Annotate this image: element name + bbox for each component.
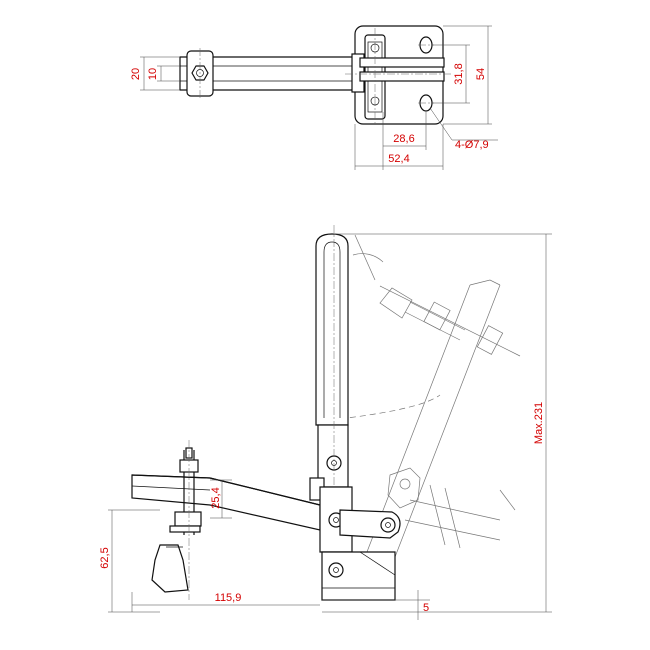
ghost-pivot-icon <box>399 478 411 490</box>
washer-icon <box>169 525 201 533</box>
ghost-arm <box>379 285 521 357</box>
ghost-arc <box>352 253 384 263</box>
dim-arm-width: 20 <box>130 68 142 80</box>
ghost-handle-path <box>329 394 441 421</box>
ghost-base-line <box>409 499 501 521</box>
ghost-nut-icon <box>423 301 451 331</box>
dim-base-width: 52,4 <box>388 153 409 165</box>
dim-hole-spacing-horizontal: 28,6 <box>393 133 414 145</box>
arm-top-edge <box>131 474 321 506</box>
pivot-pin-icon <box>328 562 344 578</box>
ghost-end <box>499 489 516 511</box>
dim-hole-spacing-vertical: 31,8 <box>453 63 465 84</box>
ghost-link <box>387 467 421 509</box>
dim-base-thickness: 5 <box>423 602 429 614</box>
pivot-pin-center <box>333 567 339 573</box>
handle-grip-inner <box>323 241 341 418</box>
pivot-pin-center <box>385 522 391 528</box>
ghost-arm-top <box>469 279 501 286</box>
spindle-pad <box>151 544 189 593</box>
hex-nut-icon <box>174 511 202 527</box>
top-pin-upper <box>359 57 445 68</box>
pivot-pin-icon <box>380 517 396 533</box>
dim-reach: 115,9 <box>215 592 242 604</box>
top-pin-lower <box>359 71 445 82</box>
clamp-arm <box>131 474 321 531</box>
hole-callout-leader <box>429 107 453 141</box>
dim-spindle-height: 62,5 <box>99 547 111 568</box>
ghost-base-line <box>404 519 501 541</box>
dim-max-height: Max.231 <box>533 402 545 444</box>
ghost-rib <box>429 484 446 546</box>
hex-nut-icon <box>191 65 209 81</box>
ghost-rib <box>444 487 461 549</box>
dim-arm-inner-width: 10 <box>147 68 159 80</box>
top-view: 20 10 31,8 54 28,6 52,4 4-Ø7,9 <box>130 25 498 170</box>
arm-inner-line <box>131 485 211 491</box>
clamp-handle <box>315 233 349 426</box>
dim-base-height: 54 <box>475 68 487 80</box>
side-view: 25,4 62,5 115,9 5 Max.231 <box>99 225 552 620</box>
dim-hole-callout: 4-Ø7,9 <box>455 139 489 151</box>
dim-spindle-offset: 25,4 <box>210 487 222 508</box>
pivot-pin-center <box>333 517 339 523</box>
pivot-screw-icon <box>370 96 380 106</box>
ghost-line <box>354 234 376 281</box>
ghost-arm-edge <box>389 284 501 571</box>
pivot-screw-icon <box>370 43 380 53</box>
base-web <box>359 551 396 576</box>
ghost-nut-icon <box>476 325 504 355</box>
ghost-spindle-shaft <box>409 301 466 331</box>
ghost-spindle-tip <box>379 287 413 319</box>
